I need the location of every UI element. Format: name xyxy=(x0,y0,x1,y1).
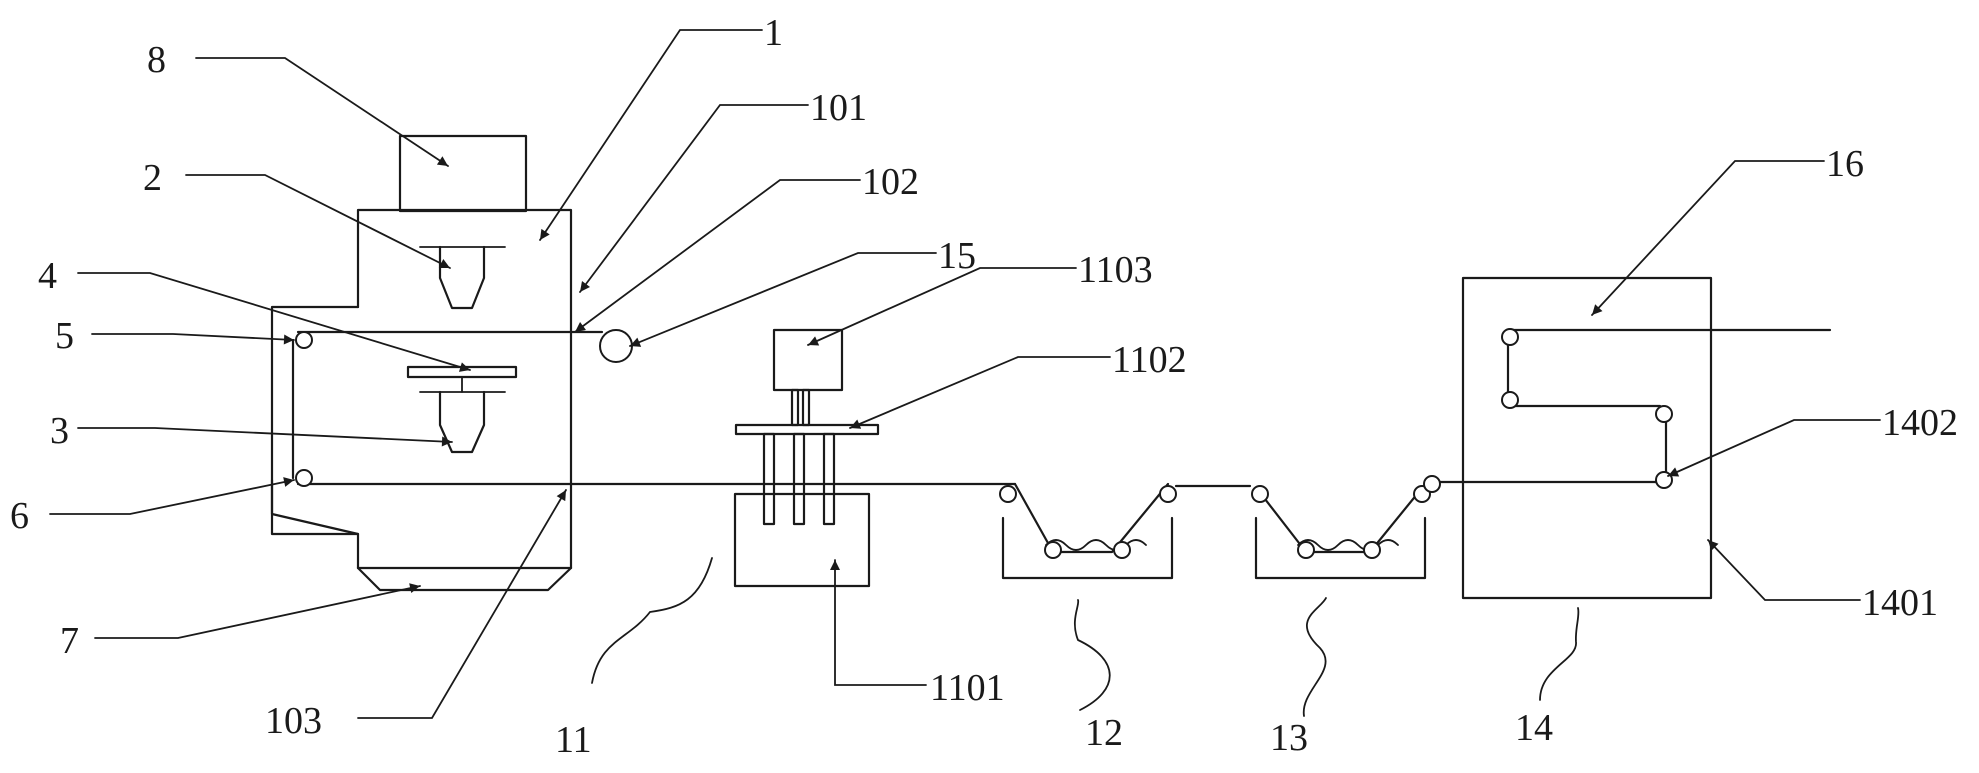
leader-2 xyxy=(185,174,451,269)
label-3: 3 xyxy=(50,410,69,452)
label-7: 7 xyxy=(60,620,79,662)
station-motor-1103 xyxy=(772,328,844,392)
tank-12 xyxy=(999,482,1252,580)
leader-1402 xyxy=(1667,419,1881,477)
dryer-roller-c xyxy=(1655,405,1673,423)
label-4: 4 xyxy=(38,255,57,297)
station-shaft-b xyxy=(801,388,811,427)
dryer-serpentine xyxy=(1506,331,1668,484)
leader-lines xyxy=(49,29,1881,719)
label-103: 103 xyxy=(265,700,322,742)
tank-13-roller-a xyxy=(1251,485,1269,503)
leader-3 xyxy=(77,427,453,447)
housing-lower-outline xyxy=(270,478,360,536)
station-pin-1 xyxy=(762,432,776,526)
leader-16 xyxy=(1591,160,1825,316)
tank-12-roller-b xyxy=(1044,541,1062,559)
label-1101: 1101 xyxy=(930,667,1005,709)
label-1103: 1103 xyxy=(1078,249,1153,291)
film-path xyxy=(291,329,1017,487)
dryer-14-box xyxy=(1461,276,1713,600)
upper-nozzle xyxy=(438,245,486,310)
label-101: 101 xyxy=(810,87,867,129)
leader-102 xyxy=(574,179,861,333)
station-pin-2 xyxy=(792,432,806,526)
leader-1102 xyxy=(849,356,1111,429)
dryer-14 xyxy=(1461,276,1832,600)
leader-1 xyxy=(539,29,763,241)
label-102: 102 xyxy=(862,161,919,203)
leader-11 xyxy=(591,557,713,684)
lower-nozzle xyxy=(438,390,486,454)
tank-13-film xyxy=(1256,486,1424,554)
label-11: 11 xyxy=(555,719,592,761)
tank-13-body xyxy=(1254,516,1427,580)
label-1: 1 xyxy=(764,12,783,54)
leader-15 xyxy=(629,252,937,347)
leader-5 xyxy=(91,333,295,345)
label-6: 6 xyxy=(10,495,29,537)
label-12: 12 xyxy=(1085,712,1123,754)
tank-13-roller-b xyxy=(1297,541,1315,559)
label-1402: 1402 xyxy=(1882,402,1958,444)
housing-step xyxy=(270,305,360,346)
tank-12-body xyxy=(1001,516,1174,580)
tank-13-water xyxy=(1297,539,1399,551)
reference-labels: 8 1 101 102 15 2 4 5 3 6 7 103 11 1103 1… xyxy=(10,12,1958,761)
station-base-1101 xyxy=(733,492,871,588)
station-shaft-a xyxy=(790,388,800,427)
label-14: 14 xyxy=(1515,707,1553,749)
leader-101 xyxy=(579,104,809,293)
tank-12-roller-c xyxy=(1113,541,1131,559)
station-plate-1102 xyxy=(734,423,880,436)
dryer-roller-a xyxy=(1501,328,1519,346)
leader-12 xyxy=(1074,599,1111,711)
roller-15 xyxy=(599,329,633,363)
leader-6 xyxy=(49,477,295,515)
label-2: 2 xyxy=(143,157,162,199)
label-16: 16 xyxy=(1826,143,1864,185)
tank-13-roller-c xyxy=(1363,541,1381,559)
bottom-hopper xyxy=(356,566,573,592)
tank-12-roller-a xyxy=(999,485,1017,503)
label-5: 5 xyxy=(55,315,74,357)
station-pin-3 xyxy=(822,432,836,526)
leader-14 xyxy=(1539,607,1580,701)
roller-6 xyxy=(295,469,313,487)
leader-1101 xyxy=(830,559,927,686)
leader-1103 xyxy=(807,267,1077,346)
leader-8 xyxy=(195,57,449,167)
main-housing xyxy=(270,134,573,592)
leader-13 xyxy=(1303,597,1327,717)
label-13: 13 xyxy=(1270,717,1308,759)
housing-upper-outline xyxy=(270,208,573,570)
station-11 xyxy=(733,328,880,588)
dryer-roller-b xyxy=(1501,391,1519,409)
label-1401: 1401 xyxy=(1862,582,1938,624)
tank-12-film xyxy=(1013,482,1170,554)
tank-13 xyxy=(1251,475,1657,580)
tank-12-roller-d xyxy=(1159,485,1177,503)
label-15: 15 xyxy=(938,235,976,277)
tank-13-roller-e xyxy=(1423,475,1441,493)
label-8: 8 xyxy=(147,39,166,81)
leader-1401 xyxy=(1707,539,1861,601)
leader-4 xyxy=(77,272,471,372)
label-1102: 1102 xyxy=(1112,339,1187,381)
leader-103 xyxy=(357,489,567,719)
leader-7 xyxy=(94,583,421,639)
roller-5 xyxy=(295,331,313,349)
